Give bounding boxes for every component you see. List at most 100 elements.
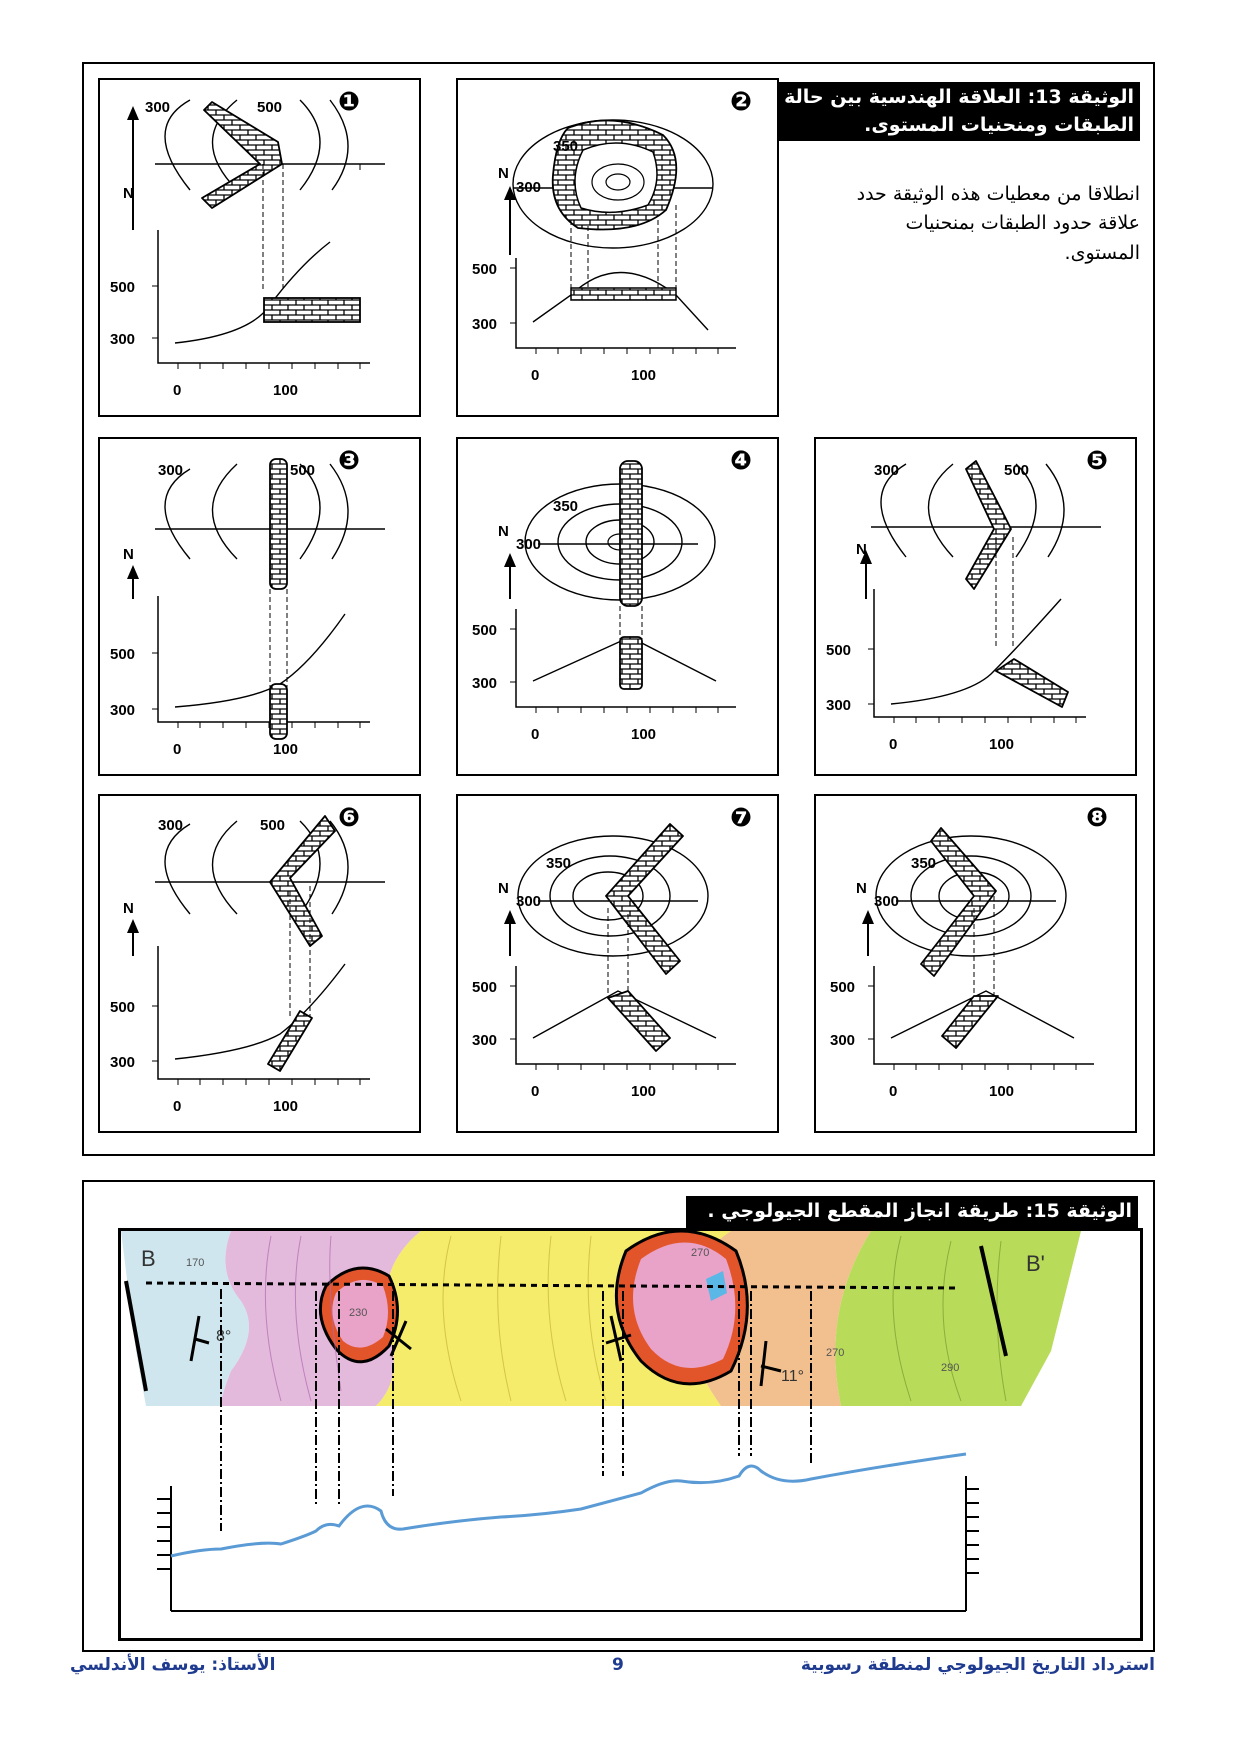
panel-number: ❽ (1086, 803, 1108, 833)
contour-label-b: 300 (516, 536, 541, 553)
contour-label-a: 300 (158, 462, 183, 479)
document-15-title-text: الوثيقة 15: طريقة انجاز المقطع الجيولوجي… (707, 1200, 1132, 1222)
contour-label-b: 500 (257, 99, 282, 116)
panel-number: ❸ (338, 446, 360, 476)
footer-teacher-name: الأستاذ: يوسف الأندلسي (70, 1655, 276, 1675)
distance-label-a: 0 (531, 1083, 539, 1100)
contour-270b-label: 270 (826, 1347, 844, 1359)
document-15-frame (82, 1180, 1155, 1652)
distance-label-b: 100 (631, 726, 656, 743)
distance-label-b: 100 (631, 1083, 656, 1100)
title-line-2: الطبقات ومنحنيات المستوى. (864, 113, 1134, 136)
instruction-line-2: علاقة حدود الطبقات بمنحنيات (905, 212, 1140, 235)
distance-label-a: 0 (173, 741, 181, 758)
instruction-line-1: انطلاقا من معطيات هذه الوثيقة حدد (856, 183, 1140, 205)
panel-number: ❻ (338, 803, 360, 833)
distance-label-a: 0 (531, 726, 539, 743)
distance-label-a: 0 (889, 1083, 897, 1100)
distance-label-a: 0 (173, 1098, 181, 1115)
contour-290-label: 290 (941, 1362, 959, 1374)
contour-270-label: 270 (691, 1247, 709, 1259)
distance-label-a: 0 (173, 382, 181, 399)
elevation-label-a: 500 (472, 979, 497, 996)
diagram-panel-7: N ❼ 350 300 500 300 0 100 (456, 794, 779, 1133)
contour-label-a: 300 (874, 462, 899, 479)
diagram-panel-6: N ❻ 300 500 500 300 0 100 (98, 794, 421, 1133)
contour-label-a: 300 (158, 817, 183, 834)
contour-label-a: 350 (553, 138, 578, 155)
diagram-panel-8: N ❽ 350 300 500 300 0 100 (814, 794, 1137, 1133)
panel-3-drawing: N ❸ 300 500 500 300 0 100 (110, 446, 385, 758)
contour-label-a: 350 (546, 855, 571, 872)
distance-label-b: 100 (273, 382, 298, 399)
contour-label-b: 300 (874, 893, 899, 910)
panel-4-drawing: N ❹ 350 300 500 300 0 100 (472, 446, 752, 743)
north-label: N (123, 900, 134, 917)
distance-label-a: 0 (889, 736, 897, 753)
north-label: N (123, 185, 134, 202)
panel-number: ❹ (730, 446, 752, 476)
diagram-panel-2: N ❷ 350 300 500 300 0 100 (456, 78, 779, 417)
document-13-frame (82, 62, 1155, 1156)
contour-label-b: 300 (516, 893, 541, 910)
panel-number: ❶ (338, 87, 360, 117)
panel-8-drawing: N ❽ 350 300 500 300 0 100 (830, 803, 1108, 1100)
distance-label-b: 100 (273, 741, 298, 758)
panel-2-drawing: N ❷ 350 300 500 300 0 100 (472, 87, 752, 384)
section-start-label: B (141, 1246, 156, 1271)
panel-6-drawing: N ❻ 300 500 500 300 0 100 (110, 803, 385, 1115)
dip-label-1: 8° (216, 1328, 231, 1345)
panel-1-drawing: N ❶ 300 500 500 300 0 100 (110, 87, 385, 399)
elevation-label-a: 500 (826, 642, 851, 659)
contour-230-label: 230 (349, 1307, 367, 1319)
diagram-panel-1: N ❶ 300 500 500 300 0 100 (98, 78, 421, 417)
elevation-label-a: 500 (830, 979, 855, 996)
elevation-label-a: 500 (110, 999, 135, 1016)
elevation-label-a: 500 (110, 646, 135, 663)
elevation-label-b: 300 (110, 702, 135, 719)
geological-map-and-section: B B' 8° 11° 170 230 270 290 270 (118, 1228, 1143, 1641)
contour-label-a: 300 (145, 99, 170, 116)
footer-page-number: 9 (612, 1655, 624, 1675)
panel-7-drawing: N ❼ 350 300 500 300 0 100 (472, 803, 752, 1100)
contour-label-b: 300 (516, 179, 541, 196)
elevation-label-b: 300 (472, 1032, 497, 1049)
elevation-label-b: 300 (826, 697, 851, 714)
document-13-title: الوثيقة 13: العلاقة الهندسية بين حالة ال… (773, 82, 1140, 142)
geological-map: B B' 8° 11° 170 230 270 290 270 (121, 1231, 1081, 1612)
elevation-label-b: 300 (110, 331, 135, 348)
contour-label-b: 500 (1004, 462, 1029, 479)
footer-course-title: استرداد التاريخ الجيولوجي لمنطقة رسوبية (800, 1655, 1155, 1675)
distance-label-b: 100 (631, 367, 656, 384)
distance-label-a: 0 (531, 367, 539, 384)
diagram-panel-4: N ❹ 350 300 500 300 0 100 (456, 437, 779, 776)
section-end-label: B' (1026, 1251, 1045, 1276)
north-label: N (498, 880, 509, 897)
dip-label-2: 11° (781, 1368, 804, 1385)
elevation-label-b: 300 (472, 675, 497, 692)
elevation-label-a: 500 (472, 622, 497, 639)
title-line-1: الوثيقة 13: العلاقة الهندسية بين حالة (784, 86, 1134, 108)
document-15-title: الوثيقة 15: طريقة انجاز المقطع الجيولوجي… (686, 1196, 1138, 1228)
elevation-label-b: 300 (830, 1032, 855, 1049)
north-label: N (856, 541, 867, 558)
contour-label-a: 350 (911, 855, 936, 872)
north-label: N (498, 523, 509, 540)
panel-number: ❷ (730, 87, 752, 117)
elevation-label-a: 500 (472, 261, 497, 278)
diagram-panel-5: N ❺ 300 500 500 300 0 100 (814, 437, 1137, 776)
contour-label-b: 500 (260, 817, 285, 834)
distance-label-b: 100 (989, 736, 1014, 753)
contour-label-b: 500 (290, 462, 315, 479)
document-13-instruction: انطلاقا من معطيات هذه الوثيقة حدد علاقة … (795, 180, 1140, 268)
distance-label-b: 100 (989, 1083, 1014, 1100)
elevation-label-a: 500 (110, 279, 135, 296)
contour-170-label: 170 (186, 1257, 204, 1269)
elevation-label-b: 300 (110, 1054, 135, 1071)
contour-label-a: 350 (553, 498, 578, 515)
north-label: N (498, 165, 509, 182)
panel-number: ❼ (730, 803, 752, 833)
panel-number: ❺ (1086, 446, 1108, 476)
panel-5-drawing: N ❺ 300 500 500 300 0 100 (826, 446, 1108, 753)
distance-label-b: 100 (273, 1098, 298, 1115)
